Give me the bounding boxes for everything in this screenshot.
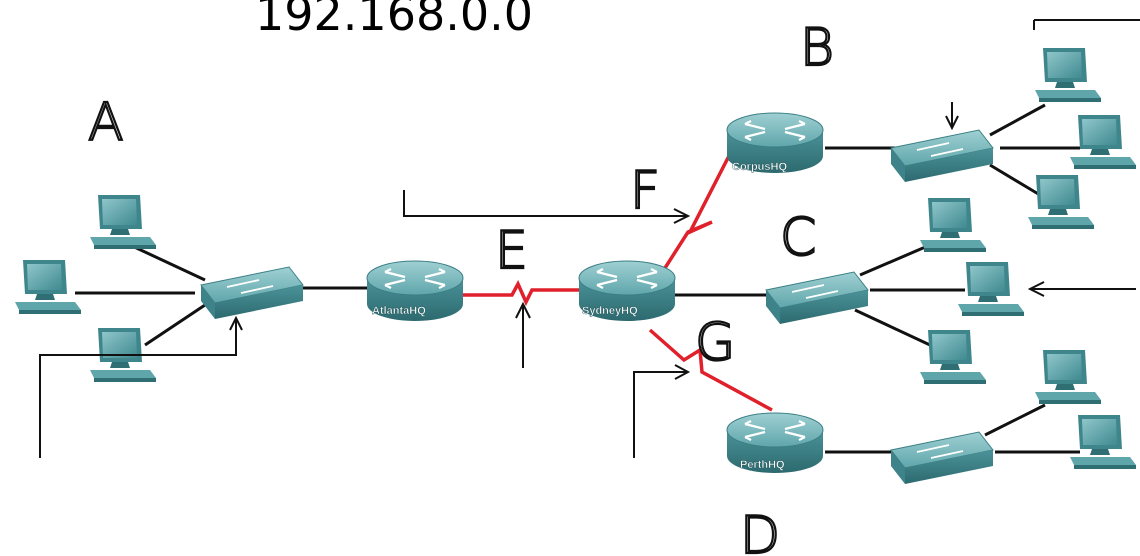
pc-b1-icon — [1035, 48, 1101, 102]
arrow-lan-c — [1027, 281, 1136, 297]
switch-b-icon — [890, 129, 994, 183]
router-atlanta-label: AtlantaHQ — [372, 305, 426, 317]
switch-d-icon — [890, 431, 994, 485]
lan-d-links — [825, 403, 1080, 454]
arrow-link-f — [403, 190, 691, 224]
label-f: F — [630, 161, 660, 221]
label-d: D — [740, 506, 780, 556]
pc-a1-icon — [90, 195, 156, 249]
pc-a2-icon — [15, 260, 81, 314]
label-b: B — [800, 18, 834, 78]
network-address-title: 192.168.0.0 — [255, 0, 533, 41]
pc-d1-icon — [1035, 350, 1101, 404]
lan-a-links — [75, 243, 370, 347]
pc-c1-icon — [920, 198, 986, 252]
serial-link-f — [663, 149, 734, 269]
pc-c3-icon — [920, 330, 986, 384]
serial-link-e — [462, 280, 580, 307]
arrow-lan-a — [39, 315, 243, 458]
serial-links — [462, 149, 773, 412]
label-e: E — [495, 221, 528, 281]
switch-a-icon — [200, 266, 304, 320]
pc-b3-icon — [1028, 175, 1094, 229]
arrow-link-e — [515, 301, 531, 368]
pc-c2-icon — [958, 262, 1024, 316]
serial-link-g — [648, 328, 773, 412]
label-g: G — [695, 313, 735, 373]
label-a: A — [88, 93, 124, 153]
label-c: C — [780, 208, 816, 268]
arrow-lan-b — [945, 102, 959, 131]
lan-b-links — [825, 103, 1080, 197]
switch-c-icon — [765, 271, 869, 325]
annotation-bracket-line — [1033, 19, 1140, 30]
lan-c-links — [672, 243, 965, 347]
pc-b2-icon — [1070, 115, 1136, 169]
router-sydney-label: SydneyHQ — [582, 305, 638, 317]
router-corpus-label: CorpusHQ — [732, 161, 787, 173]
pc-d2-icon — [1070, 415, 1136, 469]
arrow-link-g — [633, 364, 691, 458]
router-perth-label: PerthHQ — [740, 459, 785, 471]
